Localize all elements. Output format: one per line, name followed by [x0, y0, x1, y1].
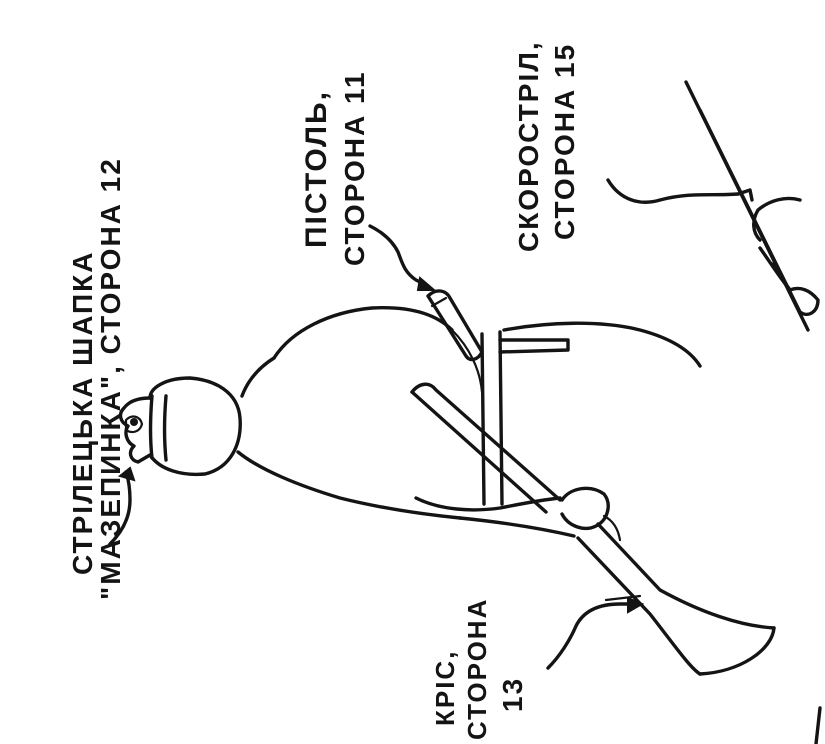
belt [482, 332, 502, 504]
label-pistol: ПІСТОЛЬ, СТОРОНА 11 [300, 70, 370, 266]
rifle-butt [700, 628, 774, 674]
soldier-figure [121, 291, 700, 540]
label-rifle: КРІС, СТОРОНА 13 [430, 598, 528, 740]
pistol-arrowhead [418, 278, 434, 290]
rifle-label-line1: КРІС, [430, 650, 460, 726]
cap-cockade-dot [131, 419, 137, 425]
rifle-arrow [548, 604, 636, 668]
cap-band [151, 396, 167, 460]
rifle-barrel-lower [412, 392, 546, 512]
hat-label-line2: "МАЗЕПИНКА", СТОРОНА 12 [95, 157, 126, 600]
mg-label-line1: СКОРОСТРІЛ, [513, 40, 544, 252]
pistol-flap [432, 298, 446, 306]
hat-label-line1: СТРІЛЕЦЬКА ШАПКА [67, 251, 98, 576]
neck-line [242, 358, 274, 396]
rifle-stock-top [598, 524, 774, 628]
pistol-holster [428, 291, 482, 360]
hand [562, 488, 608, 528]
rifle-label-line2: СТОРОНА [462, 598, 492, 740]
mg-label-line2: СТОРОНА 15 [549, 43, 580, 240]
front-line [504, 323, 700, 366]
rifle-barrel-upper [412, 384, 560, 500]
rifle-label-line3: 13 [497, 677, 528, 712]
pistol-label-line1: ПІСТОЛЬ, [300, 90, 333, 248]
lower-back [460, 518, 574, 536]
machine-gun [686, 82, 818, 330]
leader-lines [110, 180, 738, 668]
mg-stock [760, 248, 790, 290]
edge-mark [816, 708, 820, 744]
mg-body [700, 110, 818, 314]
belt-buckle [500, 340, 568, 352]
label-machine-gun: СКОРОСТРІЛ, СТОРОНА 15 [513, 40, 580, 252]
shoulder-top [274, 308, 452, 358]
mg-arrow [608, 180, 738, 202]
pistol-label-line2: СТОРОНА 11 [339, 70, 370, 266]
back-line [238, 452, 460, 518]
rifle-arrowhead [628, 598, 642, 612]
hand-detail [604, 516, 620, 540]
label-hat: СТРІЛЕЦЬКА ШАПКА "МАЗЕПИНКА", СТОРОНА 12 [67, 157, 126, 600]
